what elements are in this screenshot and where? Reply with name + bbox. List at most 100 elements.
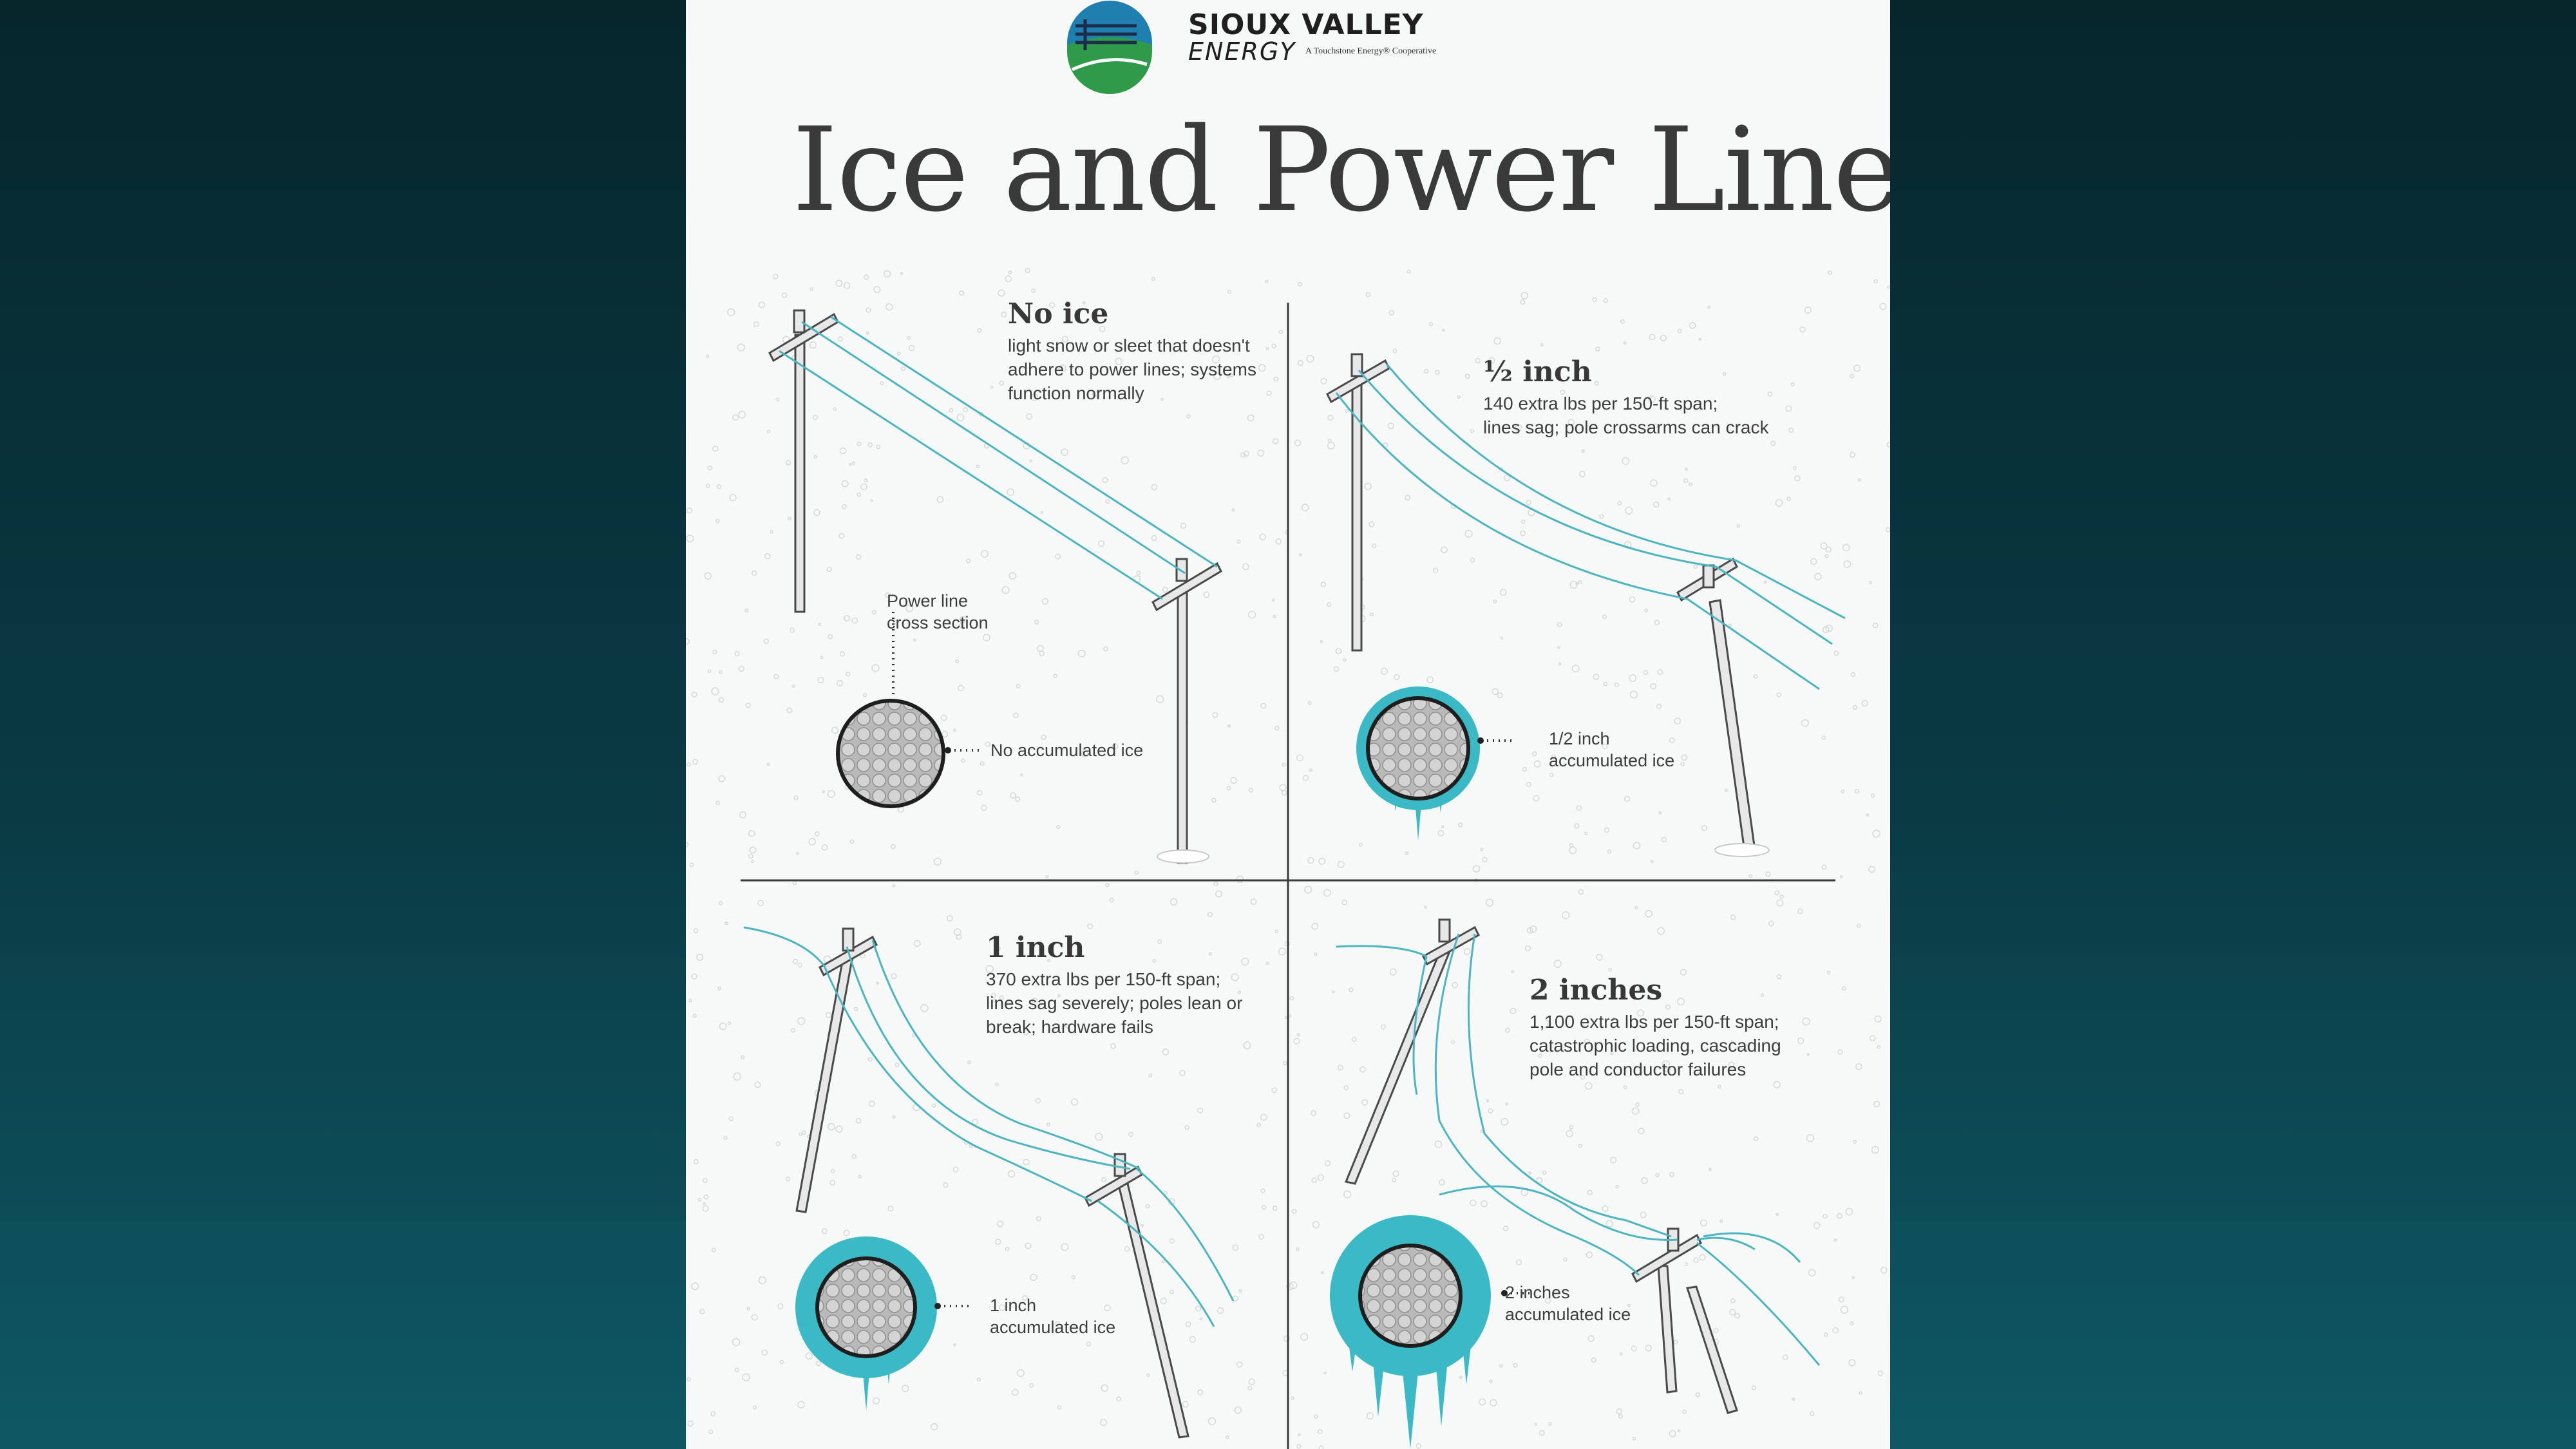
snowflake (711, 687, 719, 696)
snowflake (1849, 451, 1856, 458)
snowflake (1041, 734, 1046, 741)
snowflake (813, 509, 820, 516)
snowflake (693, 928, 699, 933)
snowflake (1510, 1007, 1517, 1014)
snowflake (1071, 1275, 1075, 1280)
snowflake (1163, 1191, 1168, 1195)
snowflake (1571, 665, 1580, 673)
snowflake (1271, 343, 1276, 348)
snowflake (1307, 701, 1312, 705)
snowflake (1243, 1041, 1251, 1050)
snowflake (1886, 441, 1890, 448)
snowflake (876, 981, 879, 985)
snowflake (1522, 766, 1527, 772)
snowflake (697, 1197, 702, 1202)
snowflake (1281, 790, 1287, 796)
snowflake (884, 592, 891, 598)
snowflake (727, 308, 735, 317)
snowflake (1394, 674, 1400, 681)
snowflake (1488, 357, 1495, 364)
snowflake (1587, 1335, 1595, 1342)
snowflake (1297, 359, 1304, 366)
snowflake (1298, 1433, 1301, 1437)
snowflake (693, 1159, 699, 1165)
snowflake (1617, 500, 1622, 506)
snowflake (1619, 1352, 1623, 1356)
snowflake (1351, 1036, 1357, 1042)
snowflake (1785, 405, 1792, 412)
snowflake (1533, 795, 1540, 802)
snowflake (1105, 883, 1110, 887)
snowflake (1061, 448, 1068, 456)
snowflake (871, 610, 876, 615)
snowflake (702, 1205, 709, 1212)
snowflake (1134, 870, 1139, 875)
snowflake (1140, 1224, 1144, 1227)
snowflake (1343, 1112, 1350, 1119)
snowflake (1596, 954, 1603, 961)
snowflake (1636, 990, 1640, 994)
snowflake (1234, 1406, 1242, 1414)
snowflake (788, 516, 791, 520)
snowflake (963, 407, 969, 413)
snowflake (751, 570, 757, 576)
snowflake (792, 958, 799, 965)
snowflake (1005, 275, 1012, 283)
snowflake (838, 533, 845, 539)
snowflake (1728, 623, 1732, 627)
snowflake (1470, 558, 1475, 563)
snowflake (1857, 923, 1861, 928)
snowflake (1031, 288, 1036, 293)
snowflake (1677, 1429, 1681, 1433)
snowflake (1680, 969, 1687, 976)
snowflake (1213, 372, 1222, 380)
snowflake (1020, 773, 1023, 777)
snowflake (998, 289, 1005, 297)
snowflake (1886, 285, 1890, 289)
conductor-cross-section (836, 699, 945, 808)
snowflake (1624, 795, 1631, 802)
snowflake (1853, 365, 1861, 372)
snowflake (1349, 987, 1354, 992)
snowflake (990, 992, 996, 998)
snowflake (960, 616, 967, 623)
snowflake (702, 1178, 708, 1183)
snowflake (1566, 1130, 1573, 1137)
illustration-layer (741, 1, 1846, 1449)
snowflake (1061, 1243, 1069, 1251)
snowflake (705, 483, 710, 488)
snowflake (858, 1174, 862, 1179)
snowflake (831, 1169, 835, 1173)
left-pole (1326, 353, 1390, 652)
snowflake (790, 627, 795, 633)
snowflake (1497, 692, 1503, 699)
snowflake (1499, 1363, 1503, 1368)
snowflake (857, 492, 862, 497)
snowflake (715, 800, 720, 806)
snowflake (718, 901, 723, 905)
snowflake (742, 1373, 750, 1381)
snowflake (1365, 292, 1371, 298)
snowflake (1520, 292, 1528, 299)
snowflake (1592, 297, 1597, 302)
snowflake (843, 282, 851, 289)
snowflake (752, 1405, 757, 1410)
snowflake (817, 676, 824, 684)
snowflake (1023, 1159, 1030, 1166)
snowflake (696, 953, 704, 961)
snowflake (1688, 482, 1692, 487)
snowflake (1843, 560, 1852, 568)
snowflake (1524, 945, 1531, 952)
snowflake (1272, 1206, 1278, 1211)
snowflake (1029, 1383, 1034, 1388)
snowflake (1823, 1213, 1828, 1219)
snowflake (905, 605, 913, 612)
snowflake (1557, 646, 1560, 649)
snowflake (1179, 1070, 1186, 1076)
snowflake (1343, 1190, 1352, 1198)
snowflake (1729, 1309, 1736, 1316)
snowflake (686, 638, 690, 645)
snowflake (1677, 328, 1682, 334)
snowflake (1653, 423, 1658, 428)
snowflake (1753, 1136, 1759, 1142)
